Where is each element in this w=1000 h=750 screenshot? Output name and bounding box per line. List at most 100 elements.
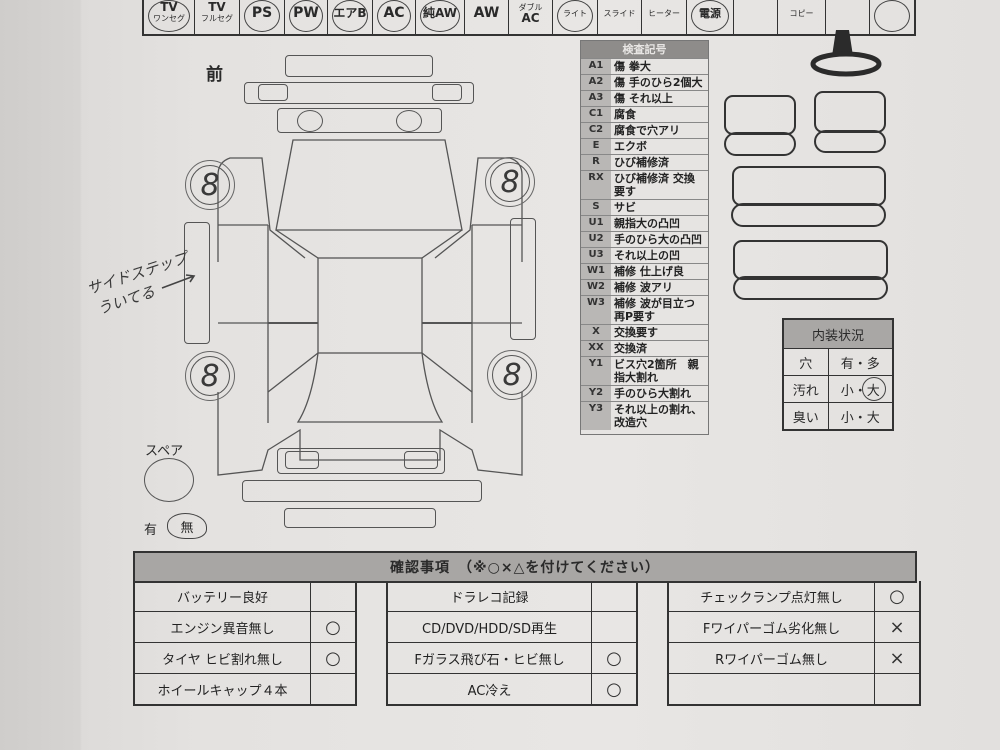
seat-front-left-cushion[interactable] [724, 132, 796, 156]
headlight-right[interactable] [432, 84, 462, 101]
check-row: Fワイパーゴム劣化無し× [669, 611, 919, 642]
checklist-title: 確認事項 （※○×△を付けてください） [133, 551, 917, 583]
option-ps[interactable]: PS [240, 0, 285, 34]
option-airbag[interactable]: エアB [328, 0, 373, 34]
interior-condition-table: 内装状況 穴 有・多 汚れ 小・大 臭い 小・大 [782, 318, 894, 431]
check-mark-cell[interactable]: ○ [591, 643, 636, 673]
check-row: Fガラス飛び石・ヒビ無し○ [388, 642, 636, 673]
interior-row-holes: 穴 有・多 [782, 348, 894, 376]
interior-row-odor: 臭い 小・大 [782, 402, 894, 431]
check-row: ホイールキャップ４本 [135, 673, 355, 704]
check-row: バッテリー良好 [135, 581, 355, 611]
option-heater[interactable]: ヒーター [642, 0, 687, 34]
check-mark-cell[interactable] [310, 674, 355, 704]
headlight-left[interactable] [258, 84, 288, 101]
check-mark-cell[interactable]: ○ [310, 643, 355, 673]
wheel-front-right[interactable]: 8 [485, 157, 535, 207]
check-mark-cell[interactable]: ○ [591, 674, 636, 704]
check-mark-cell[interactable] [874, 674, 919, 704]
option-blank-3[interactable] [870, 0, 914, 34]
seat-front-right-cushion[interactable] [814, 130, 886, 153]
option-copy[interactable]: コピー [778, 0, 826, 34]
taillight-right[interactable] [404, 451, 438, 469]
check-row: ドラレコ記録 [388, 581, 636, 611]
spare-yes[interactable]: 有 [144, 523, 158, 538]
steering-wheel-icon [810, 30, 882, 77]
option-blank-2[interactable] [826, 0, 870, 34]
interior-odor-value[interactable]: 小・大 [827, 402, 894, 431]
taillight-left[interactable] [285, 451, 319, 469]
spare-tire-circle[interactable] [144, 458, 194, 502]
front-bumper-top[interactable] [285, 55, 433, 77]
arrow-icon [161, 274, 196, 289]
check-row: CD/DVD/HDD/SD再生 [388, 611, 636, 642]
option-pw[interactable]: PW [285, 0, 328, 34]
check-mark-cell[interactable] [591, 612, 636, 642]
front-bumper[interactable] [244, 82, 474, 104]
check-row: Rワイパーゴム無し× [669, 642, 919, 673]
checklist-column-2: ドラレコ記録 CD/DVD/HDD/SD再生 Fガラス飛び石・ヒビ無し○ AC冷… [386, 581, 638, 706]
check-mark-cell[interactable]: × [874, 643, 919, 673]
option-slide[interactable]: スライド [598, 0, 642, 34]
spare-no[interactable]: 無 [167, 513, 207, 539]
rear-bumper-bottom[interactable] [284, 508, 436, 528]
seat-third-row-cushion[interactable] [733, 276, 888, 300]
check-mark-cell[interactable]: × [874, 612, 919, 642]
check-mark-cell[interactable] [591, 581, 636, 611]
check-mark-cell[interactable]: ○ [874, 581, 919, 611]
check-mark-cell[interactable]: ○ [310, 612, 355, 642]
wheel-rear-right[interactable]: 8 [487, 350, 537, 400]
fog-lamp-left[interactable] [297, 110, 323, 132]
seat-front-left[interactable] [724, 95, 796, 135]
interior-stains-value[interactable]: 小・大 [827, 375, 894, 403]
checklist: 確認事項 （※○×△を付けてください） バッテリー良好 エンジン異音無し○ タイ… [133, 551, 921, 706]
seat-third-row[interactable] [733, 240, 888, 280]
option-blank-1[interactable] [734, 0, 778, 34]
check-row [669, 673, 919, 704]
check-mark-cell[interactable] [310, 581, 355, 611]
rear-garnish[interactable] [277, 448, 445, 474]
fog-lamp-right[interactable] [396, 110, 422, 132]
seat-second-row[interactable] [732, 166, 886, 206]
wheel-rear-left[interactable]: 8 [185, 351, 235, 401]
interior-holes-value[interactable]: 有・多 [827, 348, 894, 376]
option-genuine-aw[interactable]: 純AW [416, 0, 465, 34]
grille[interactable] [277, 108, 442, 133]
check-row: チェックランプ点灯無し○ [669, 581, 919, 611]
interior-title: 内装状況 [782, 318, 894, 349]
option-aw[interactable]: AW [465, 0, 509, 34]
wheel-front-left[interactable]: 8 [185, 160, 235, 210]
check-row: エンジン異音無し○ [135, 611, 355, 642]
seat-front-right[interactable] [814, 91, 886, 133]
interior-row-stains: 汚れ 小・大 [782, 375, 894, 403]
front-label: 前 [206, 65, 223, 85]
side-step-left[interactable] [184, 222, 210, 344]
rear-bumper[interactable] [242, 480, 482, 502]
option-ac[interactable]: AC [373, 0, 416, 34]
option-light[interactable]: ライト [553, 0, 598, 34]
side-step-right[interactable] [510, 218, 536, 340]
option-power[interactable]: 電源 [687, 0, 734, 34]
seat-second-row-cushion[interactable] [731, 203, 886, 227]
